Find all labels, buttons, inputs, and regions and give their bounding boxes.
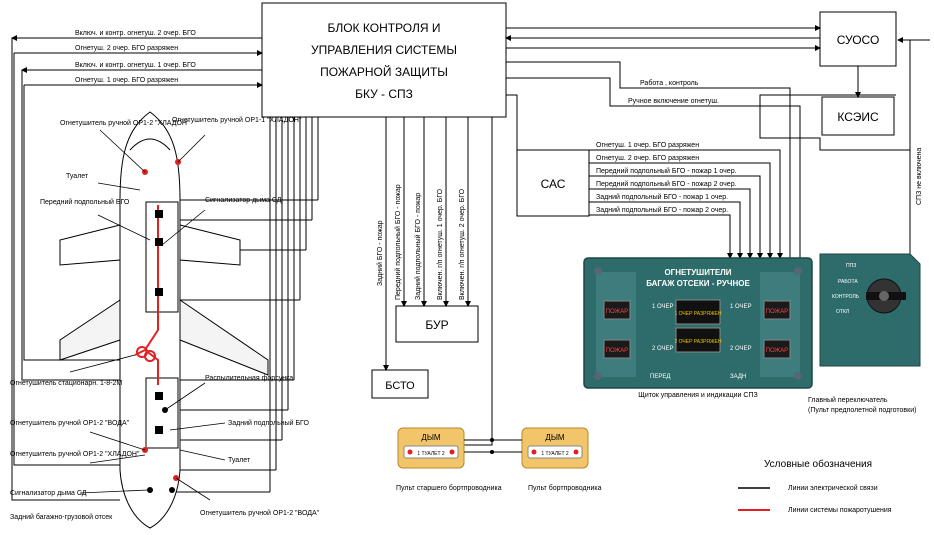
sas-signal-3: Передний подпольный БГО - пожар 1 очер. <box>596 167 737 175</box>
label-nozzle: Распылительная форсунка <box>205 375 293 382</box>
label-halon-op1-2-rear: Огнетушитель ручной ОР1-2 "ХЛАДОН" <box>10 450 140 458</box>
vsignal-1: Задний БГО - пожар <box>376 220 384 286</box>
smoke-panel-lines <box>464 438 522 454</box>
senior-panel-caption: Пульт старшего бортпроводника <box>396 484 502 492</box>
aircraft-label-lines <box>69 129 226 501</box>
legend: Условные обозначения Линии электрической… <box>738 458 892 514</box>
fire-button-rear-1[interactable]: ПОЖАР <box>763 300 791 320</box>
smoke-title-senior: ДЫМ <box>421 433 441 442</box>
smoke-title-attendant: ДЫМ <box>545 433 565 442</box>
label-front-bgo: Передний подпольный БГО <box>40 198 130 206</box>
kseis-block: КСЭИС <box>821 96 895 136</box>
attendant-panel-caption: Пульт бортпроводника <box>528 484 602 492</box>
panel-caption: Щиток управления и индикации СПЗ <box>638 392 757 399</box>
panel-title1: ОГНЕТУШИТЕЛИ <box>664 268 731 277</box>
left-signal-3: Включ. и контр. огнетуш. 1 очер. БГО <box>75 62 196 69</box>
sas-signal-lines <box>589 149 783 259</box>
label-water-op1-2-bottom: Огнетушитель ручной ОР1-2 "ВОДА" <box>200 509 320 517</box>
left-signal-1: Включ. и контр. огнетуш. 2 очер. БГО <box>75 30 196 37</box>
queue2-right: 2 ОЧЕР <box>730 346 752 352</box>
kseis-label: КСЭИС <box>837 110 879 124</box>
fire-button-front-1[interactable]: ПОЖАР <box>603 300 631 320</box>
label-rear-bgo: Задний подпольный БГО <box>228 419 309 427</box>
queue1-left: 1 ОЧЕР <box>652 304 674 310</box>
smoke-panel-senior: ДЫМ 1 ТУАЛЕТ 2 <box>397 427 465 469</box>
sas-block: САС <box>516 149 590 217</box>
discharged-2-label: 2 ОЧЕР РАЗРЯЖЕН <box>674 339 721 345</box>
left-signal-4: Огнетуш. 1 очер. БГО разряжен <box>75 77 178 84</box>
switch-control: КОНТРОЛЬ <box>832 294 860 300</box>
label-stationary: Огнетушитель стационарн. 1-8-2М <box>10 380 122 387</box>
fire-label: ПОЖАР <box>766 309 788 315</box>
label-halon-op1-1: Огнетушитель ручной ОР1-1 "ХЛАДОН" <box>172 116 302 124</box>
vsignal-5: Включен. г/п огнетуш. 2 очер. БГО <box>459 188 466 300</box>
legend-fire-label: Линии системы пожаротушения <box>788 507 892 514</box>
label-smoke-sd-rear: Сигнализатор дыма СД <box>10 490 87 497</box>
main-switch-knob[interactable] <box>879 291 889 301</box>
sas-signal-5: Задний подпольный БГО - пожар 1 очер. <box>596 193 728 201</box>
main-switch-panel <box>819 253 921 367</box>
smoke-panel-attendant: ДЫМ 1 ТУАЛЕТ 2 <box>521 427 589 469</box>
queue2-left: 2 ОЧЕР <box>652 346 674 352</box>
left-signal-2: Огнетуш. 2 очер. БГО разряжен <box>75 45 178 52</box>
sas-signal-1: Огнетуш. 1 очер. БГО разряжен <box>596 142 699 149</box>
panel-rear-label: ЗАДН <box>730 374 746 380</box>
fire-label: ПОЖАР <box>606 348 628 354</box>
vsignal-4: Включен. г/п огнетуш. 1 очер. БГО <box>437 188 444 300</box>
bku-to-bur-lines <box>383 117 493 446</box>
discharged-1-label: 1 ОЧЕР РАЗРЯЖЕН <box>674 311 721 317</box>
fire-button-front-2[interactable]: ПОЖАР <box>603 339 631 359</box>
sas-label: САС <box>541 177 566 191</box>
bku-title-line2: УПРАВЛЕНИЯ СИСТЕМЫ <box>311 43 457 57</box>
fire-label: ПОЖАР <box>766 348 788 354</box>
vsignal-2: Передний подпольный БГО - пожар <box>394 184 402 300</box>
switch-work: РАБОТА <box>838 279 858 285</box>
manual-on-label: Ручное включение огнетуш. <box>628 98 719 105</box>
label-halon-op1-2: Огнетушитель ручной ОР1-2 "ХЛАДОН" <box>60 119 190 127</box>
switch-caption1: Главный переключатель <box>808 396 888 404</box>
label-toilet-front: Туалет <box>66 173 89 180</box>
queue1-right: 1 ОЧЕР <box>730 304 752 310</box>
switch-off: ОТКЛ <box>836 309 849 315</box>
fire-system-pipes <box>134 205 159 385</box>
panel-title2: БАГАЖ ОТСЕКИ - РУЧНОЕ <box>646 279 750 288</box>
switch-pps: ППЗ <box>846 263 856 269</box>
label-rear-cargo: Задний багажно-грузовой отсек <box>10 513 113 521</box>
aircraft-to-bku-lines <box>170 117 319 493</box>
discharged-indicator-2: 2 ОЧЕР РАЗРЯЖЕН <box>674 327 722 353</box>
sas-signal-2: Огнетуш. 2 очер. БГО разряжен <box>596 155 699 162</box>
bur-block: БУР <box>395 305 479 343</box>
vsignal-3: Задний подпольный БГО - пожар <box>414 193 422 300</box>
panel-front-label: ПЕРЕД <box>650 374 670 380</box>
bku-title-line1: БЛОК КОНТРОЛЯ И <box>327 21 440 35</box>
label-smoke-sd: Сигнализатор дыма СД <box>205 197 282 204</box>
aircraft-silhouette <box>59 111 269 529</box>
sas-signal-4: Передний подпольный БГО - пожар 2 очер. <box>596 180 737 188</box>
smoke-lamp-senior: 1 ТУАЛЕТ 2 <box>417 451 445 457</box>
bku-right-lines <box>505 25 930 270</box>
bur-label: БУР <box>425 318 448 332</box>
spz-not-included-label: СПЗ не включена <box>916 148 923 205</box>
bku-title-line3: ПОЖАРНОЙ ЗАЩИТЫ <box>320 64 448 79</box>
label-water-op1-2: Огнетушитель ручной ОР1-2 "ВОДА" <box>10 419 130 427</box>
sas-signal-6: Задний подпольный БГО - пожар 2 очер. <box>596 206 728 214</box>
fire-label: ПОЖАР <box>606 309 628 315</box>
discharged-indicator-1: 1 ОЧЕР РАЗРЯЖЕН <box>674 299 722 325</box>
work-control-label: Работа , контроль <box>640 79 699 87</box>
switch-caption2: (Пульт предполетной подготовки) <box>808 406 916 414</box>
label-toilet-rear: Туалет <box>228 457 251 464</box>
fire-button-rear-2[interactable]: ПОЖАР <box>763 339 791 359</box>
suoso-label: СУОСО <box>837 33 880 47</box>
bsto-label: БСТО <box>385 380 415 392</box>
bsto-block: БСТО <box>371 369 429 399</box>
suoso-block: СУОСО <box>819 11 897 67</box>
smoke-lamp-attendant: 1 ТУАЛЕТ 2 <box>541 451 569 457</box>
legend-electric-label: Линии электрической связи <box>788 484 878 492</box>
bku-spz-block: БЛОК КОНТРОЛЯ И УПРАВЛЕНИЯ СИСТЕМЫ ПОЖАР… <box>261 2 507 118</box>
legend-title: Условные обозначения <box>764 458 872 470</box>
left-signal-lines <box>11 35 263 501</box>
bku-title-line4: БКУ - СПЗ <box>355 87 413 101</box>
